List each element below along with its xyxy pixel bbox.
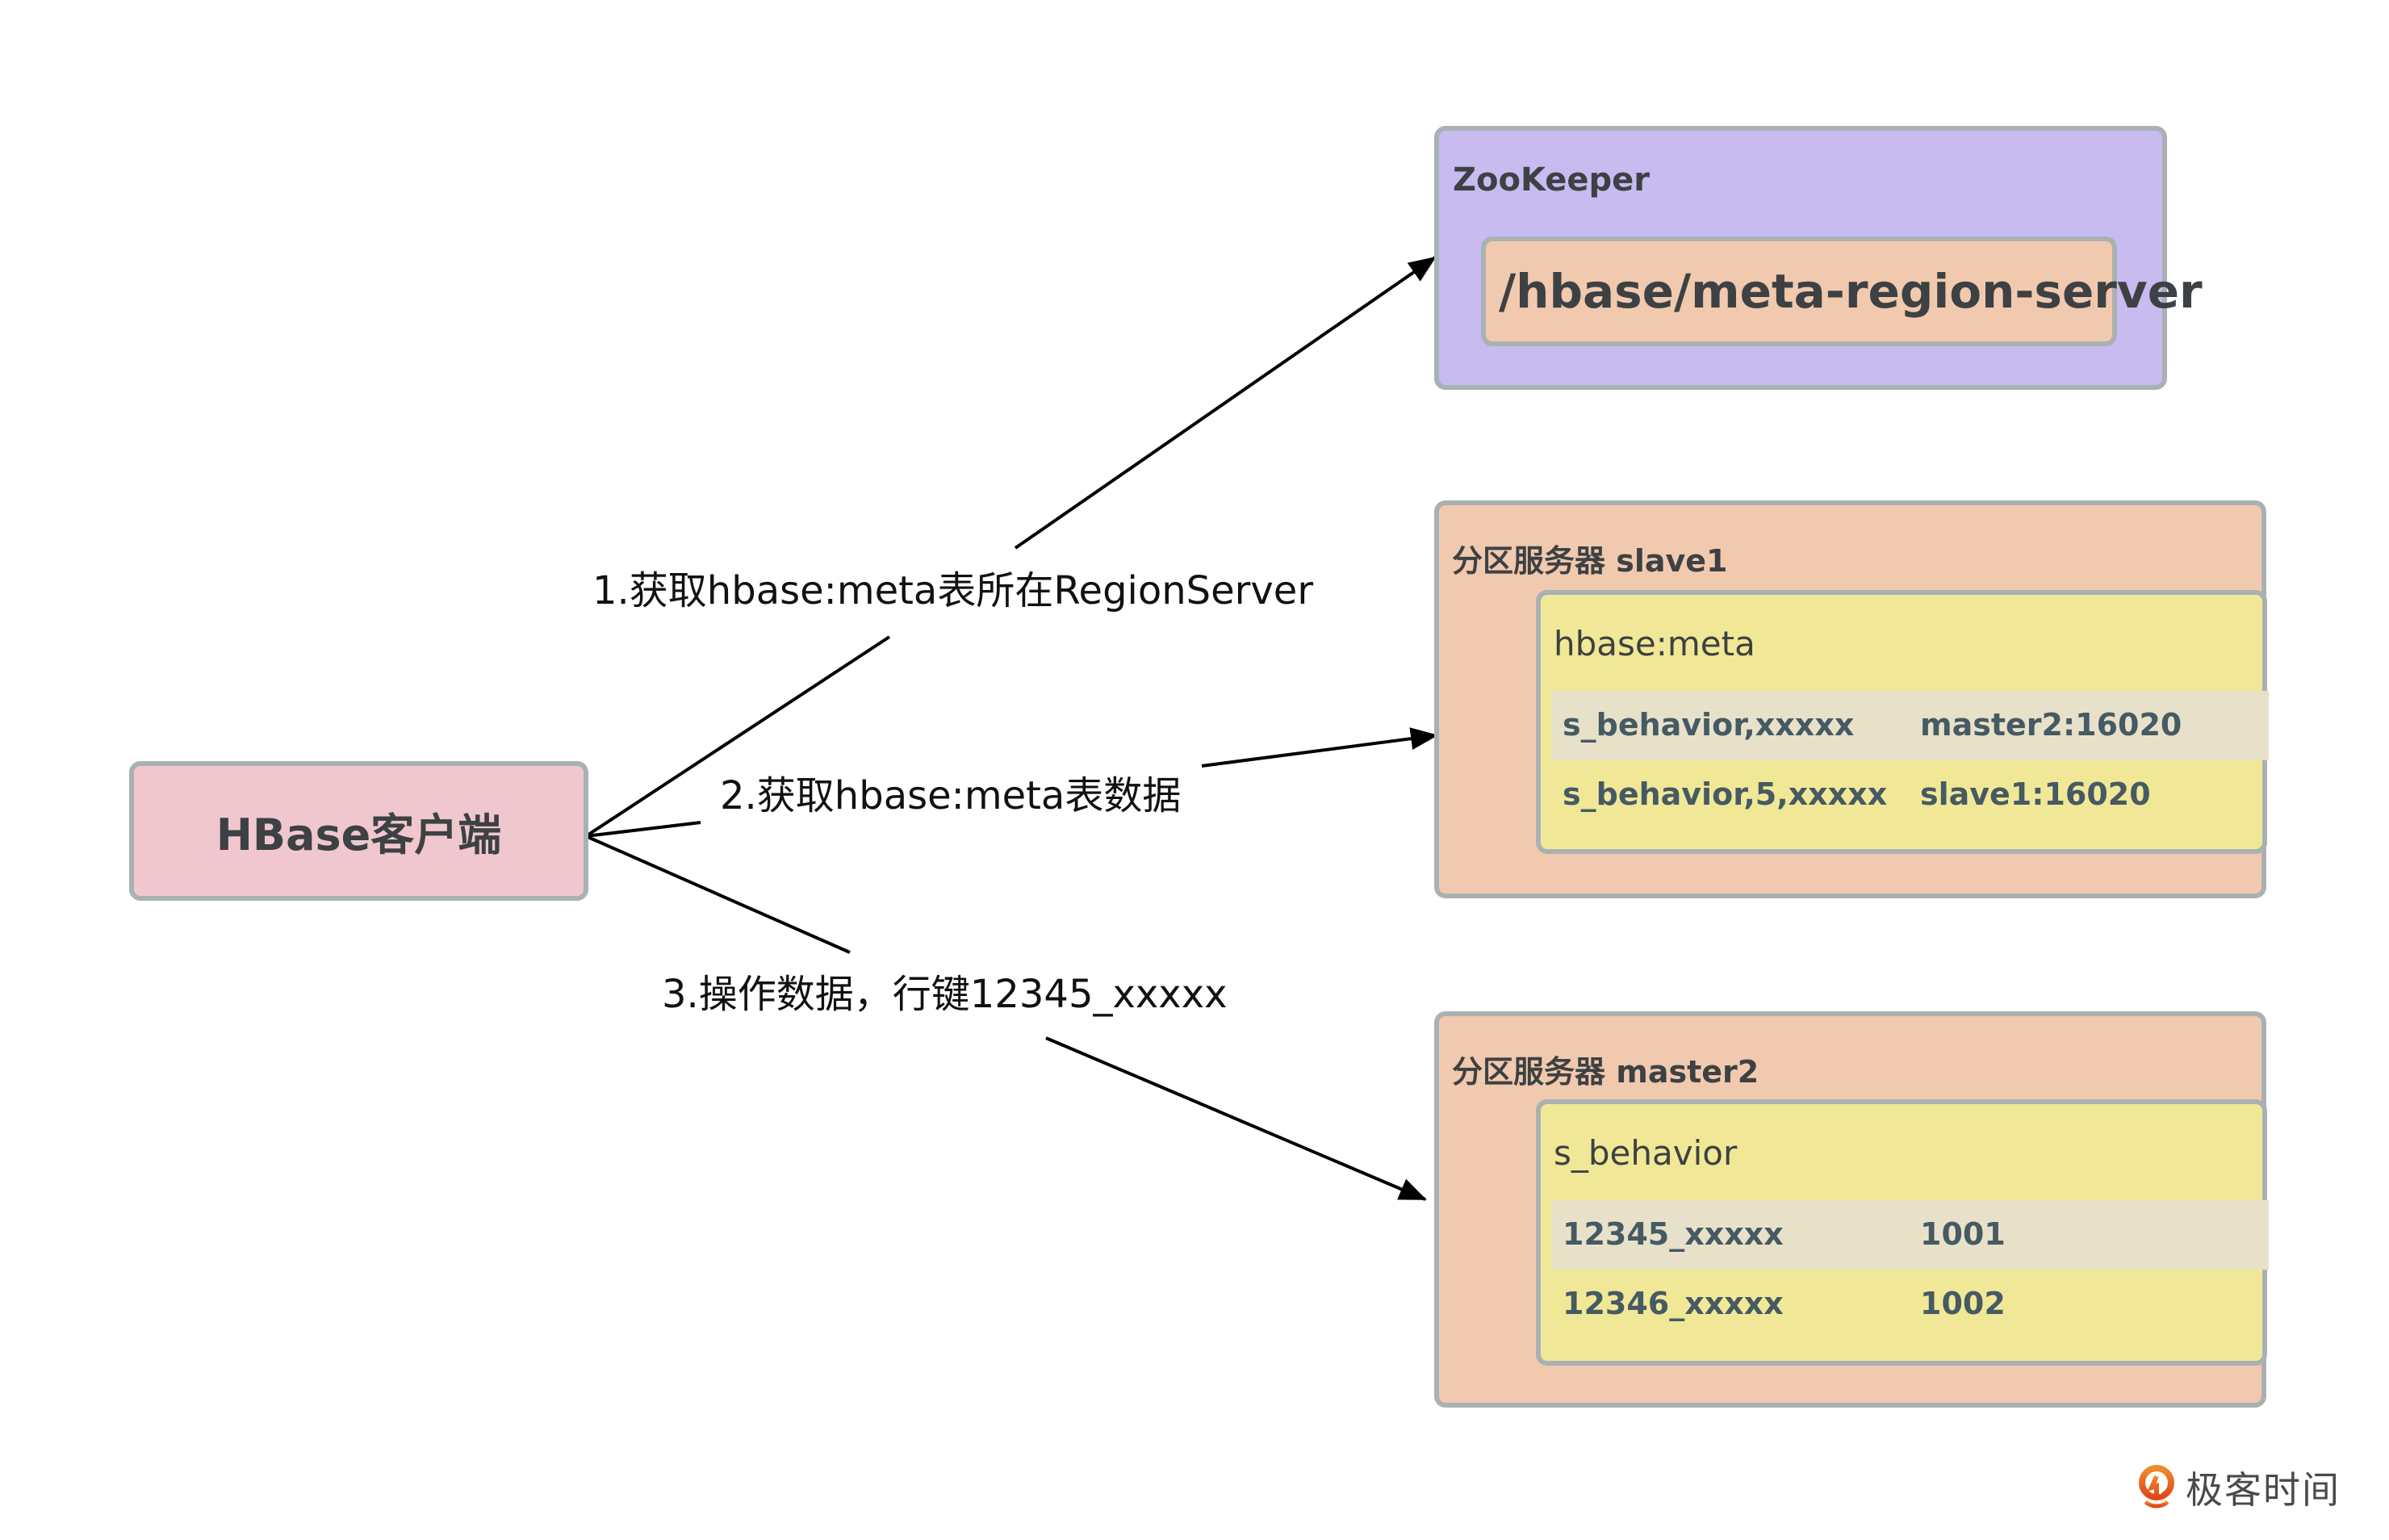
meta-table: hbase:meta s_behavior,xxxxx master2:1602… — [1536, 590, 2269, 854]
hbase-client-node: HBase客户端 — [129, 761, 588, 901]
row-key: 12345_xxxxx — [1563, 1216, 1784, 1252]
arrow-3-segment-a — [585, 835, 851, 954]
region-server-master2: 分区服务器 master2 s_behavior 12345_xxxxx 100… — [1434, 1011, 2269, 1408]
table-name: s_behavior — [1554, 1133, 1738, 1173]
table-name: hbase:meta — [1554, 624, 1755, 663]
zookeeper-node: ZooKeeper /hbase/meta-region-server — [1434, 126, 2203, 390]
hbase-client-label: HBase客户端 — [215, 810, 502, 860]
table-row: s_behavior,5,xxxxx slave1:16020 — [1551, 760, 2269, 830]
region-server-title: 分区服务器 slave1 — [1452, 543, 1728, 579]
zookeeper-znode-path: /hbase/meta-region-server — [1499, 264, 2203, 319]
region-server-slave1: 分区服务器 slave1 hbase:meta s_behavior,xxxxx… — [1434, 500, 2269, 898]
geektime-logo-text: 极客时间 — [2186, 1468, 2341, 1512]
table-row: 12346_xxxxx 1002 — [1551, 1270, 2269, 1339]
table-row: 12345_xxxxx 1001 — [1551, 1200, 2269, 1270]
step-2-label: 2.获取hbase:meta表数据 — [720, 773, 1182, 818]
row-value: 1002 — [1920, 1286, 2006, 1321]
zookeeper-title: ZooKeeper — [1453, 161, 1651, 199]
row-value: slave1:16020 — [1920, 776, 2151, 812]
region-server-title: 分区服务器 master2 — [1452, 1054, 1759, 1090]
arrow-2-segment-b — [1201, 727, 1438, 768]
arrow-2-segment-a — [585, 821, 701, 838]
geektime-logo-icon — [2139, 1465, 2174, 1510]
s-behavior-table: s_behavior 12345_xxxxx 1001 12346_xxxxx … — [1536, 1099, 2269, 1366]
step-3-label: 3.操作数据，行键12345_xxxxx — [662, 972, 1228, 1017]
row-key: 12346_xxxxx — [1563, 1286, 1784, 1321]
row-key: s_behavior,5,xxxxx — [1563, 776, 1888, 812]
arrow-3-segment-b — [1045, 1036, 1427, 1201]
step-1-label: 1.获取hbase:meta表所在RegionServer — [592, 568, 1314, 613]
zookeeper-znode: /hbase/meta-region-server — [1481, 236, 2203, 346]
row-value: master2:16020 — [1920, 707, 2182, 743]
row-value: 1001 — [1920, 1216, 2006, 1252]
table-row: s_behavior,xxxxx master2:16020 — [1551, 691, 2269, 760]
geektime-watermark: 极客时间 — [2139, 1461, 2341, 1514]
arrow-1-segment-b — [1014, 256, 1437, 550]
row-key: s_behavior,xxxxx — [1563, 707, 1855, 743]
arrow-1-segment-a — [584, 635, 891, 838]
